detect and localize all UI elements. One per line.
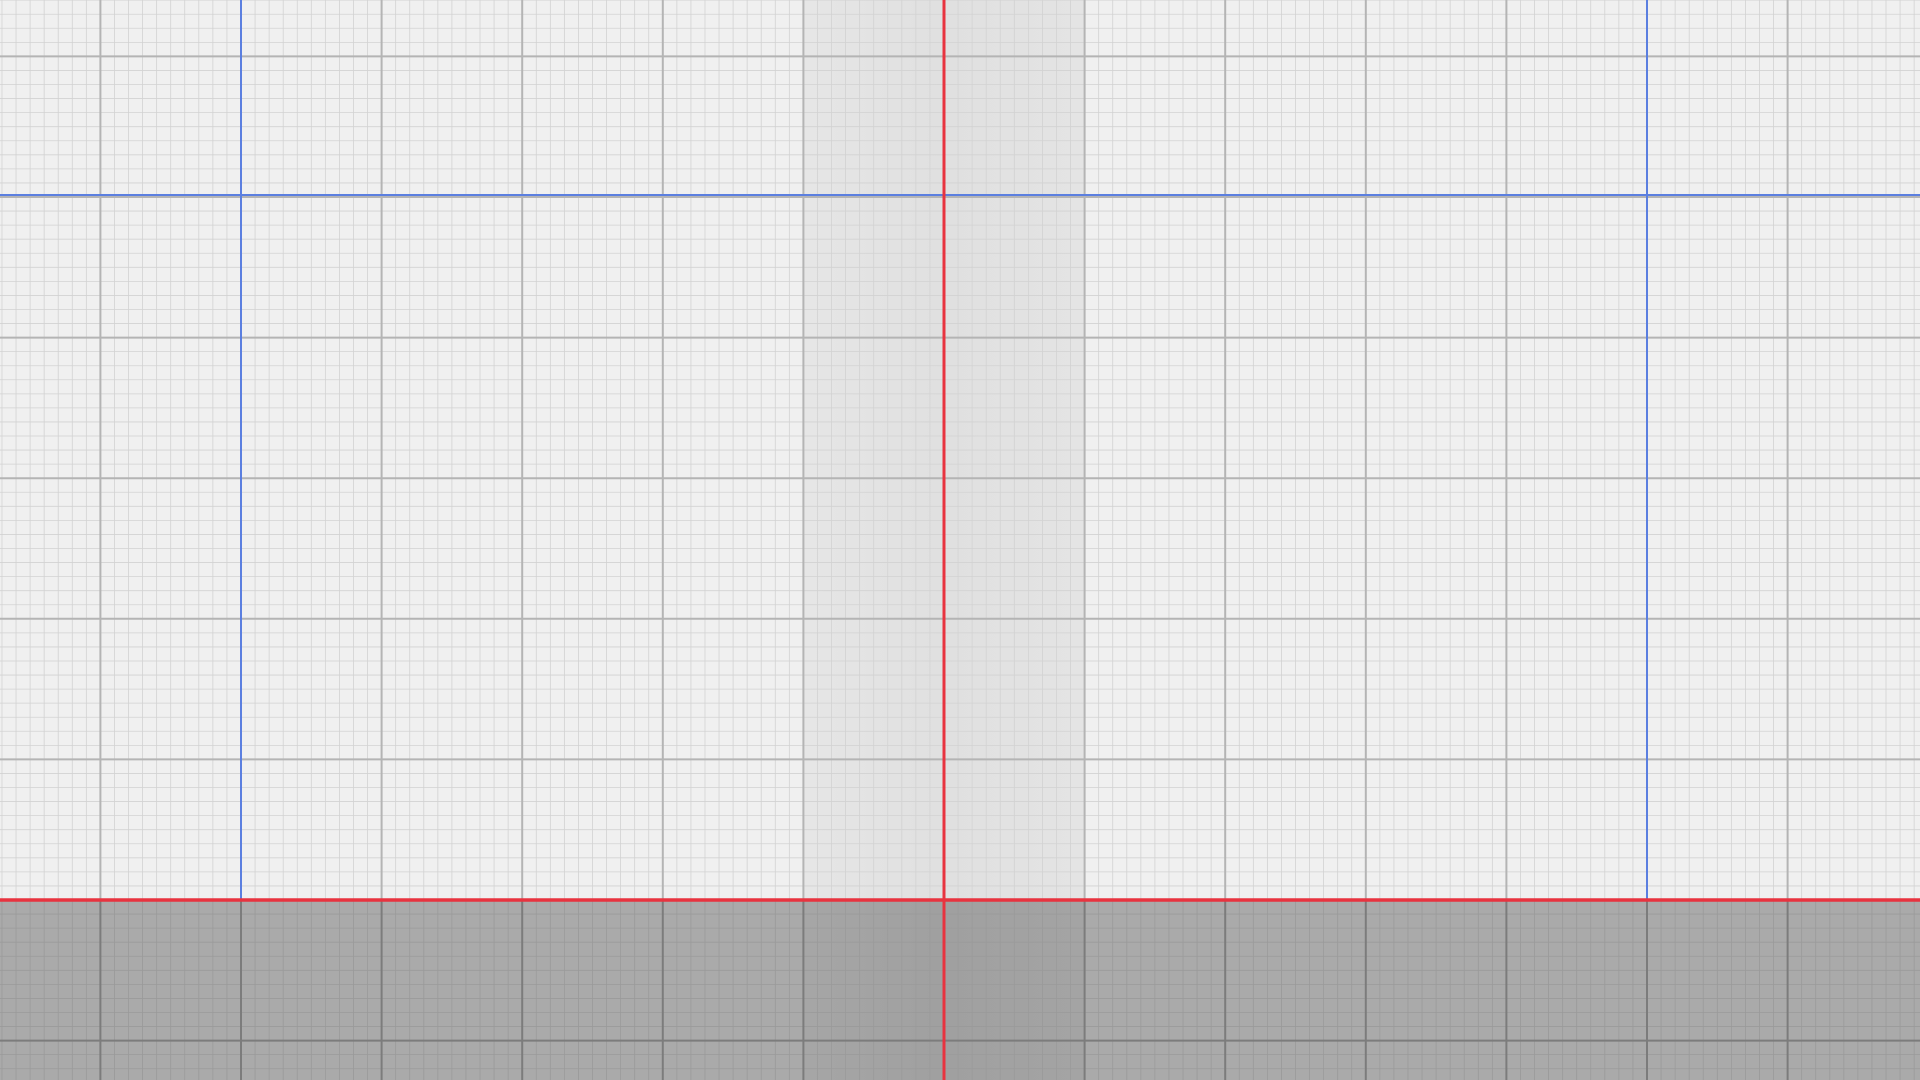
guide-lines: [0, 0, 1920, 900]
minor-grid-upper: [0, 0, 1920, 900]
minor-grid-lower: [0, 900, 1920, 1080]
